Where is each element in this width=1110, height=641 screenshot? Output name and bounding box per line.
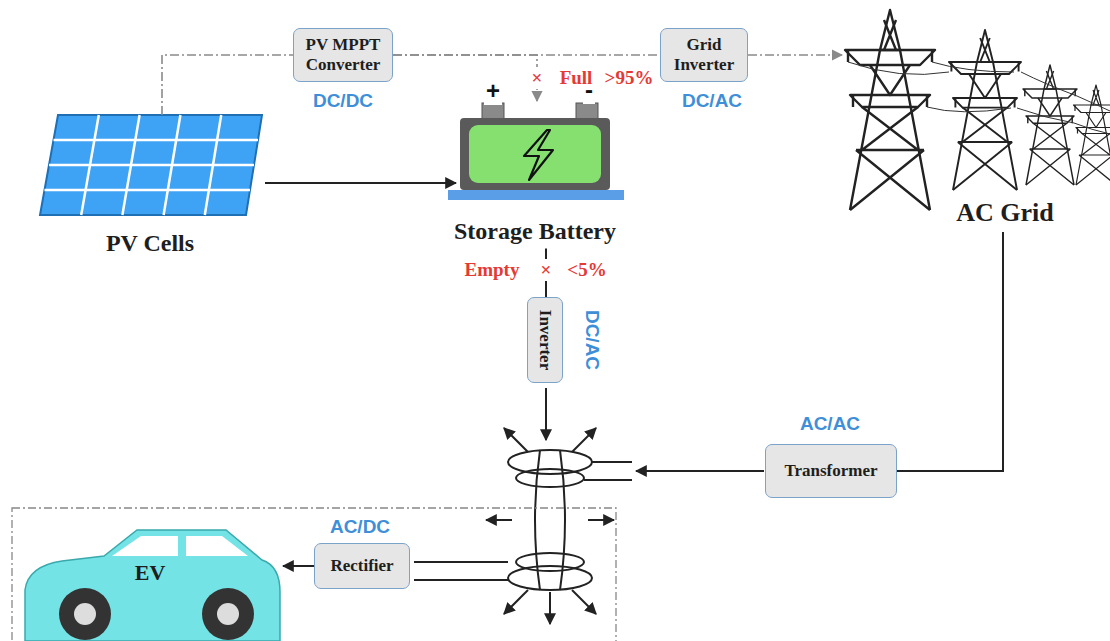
power-arrow bbox=[636, 470, 764, 472]
threshold-label: >95% bbox=[603, 67, 656, 89]
cutoff-mark: × bbox=[530, 67, 545, 89]
pv-panel bbox=[40, 115, 262, 215]
cutoff-mark: × bbox=[539, 259, 554, 281]
state-label: Empty bbox=[463, 259, 522, 281]
inverter-box: Inverter bbox=[527, 297, 563, 383]
state-label: Full bbox=[558, 67, 595, 89]
transformer-box: Transformer bbox=[765, 444, 897, 498]
box-label: PV MPPT Converter bbox=[301, 35, 385, 75]
power-towers bbox=[845, 10, 1110, 210]
node-caption: PV Cells bbox=[106, 230, 194, 258]
ev-car: EV bbox=[25, 530, 280, 641]
power-arrow bbox=[545, 388, 547, 440]
box-label: Inverter bbox=[535, 310, 555, 370]
inverter-box: Grid Inverter bbox=[660, 28, 748, 82]
battery-symbol bbox=[448, 103, 624, 200]
power-line bbox=[897, 232, 1003, 471]
charging-coils bbox=[414, 428, 632, 624]
conversion-label: DC/AC bbox=[680, 90, 744, 112]
conversion-label: AC/AC bbox=[798, 413, 862, 435]
ac-grid: AC Grid bbox=[845, 0, 1108, 195]
pv-cells: PV Cells bbox=[40, 115, 262, 215]
converter-box: PV MPPT Converter bbox=[293, 28, 393, 82]
rectifier-box: Rectifier bbox=[314, 543, 410, 589]
node-caption: EV bbox=[135, 560, 166, 585]
signal-line bbox=[748, 54, 842, 56]
conversion-label: DC/AC bbox=[581, 308, 603, 372]
box-label: Grid Inverter bbox=[668, 35, 740, 75]
signal-line bbox=[162, 55, 293, 115]
power-line bbox=[545, 249, 547, 297]
conversion-label: DC/DC bbox=[311, 90, 375, 112]
signal-line bbox=[393, 55, 537, 101]
conversion-label: AC/DC bbox=[328, 516, 392, 538]
box-label: Rectifier bbox=[330, 556, 393, 576]
box-label: Transformer bbox=[784, 461, 877, 481]
threshold-label: <5% bbox=[565, 259, 608, 281]
ev-car bbox=[25, 530, 280, 641]
power-arrow bbox=[283, 565, 314, 567]
terminal-sign: + bbox=[484, 77, 502, 105]
node-caption: Storage Battery bbox=[454, 218, 616, 246]
power-arrow bbox=[265, 182, 456, 184]
terminal-sign: - bbox=[583, 76, 595, 104]
storage-battery: Storage Battery bbox=[460, 103, 610, 200]
vehicle-boundary bbox=[12, 508, 616, 641]
node-caption: AC Grid bbox=[956, 198, 1054, 228]
